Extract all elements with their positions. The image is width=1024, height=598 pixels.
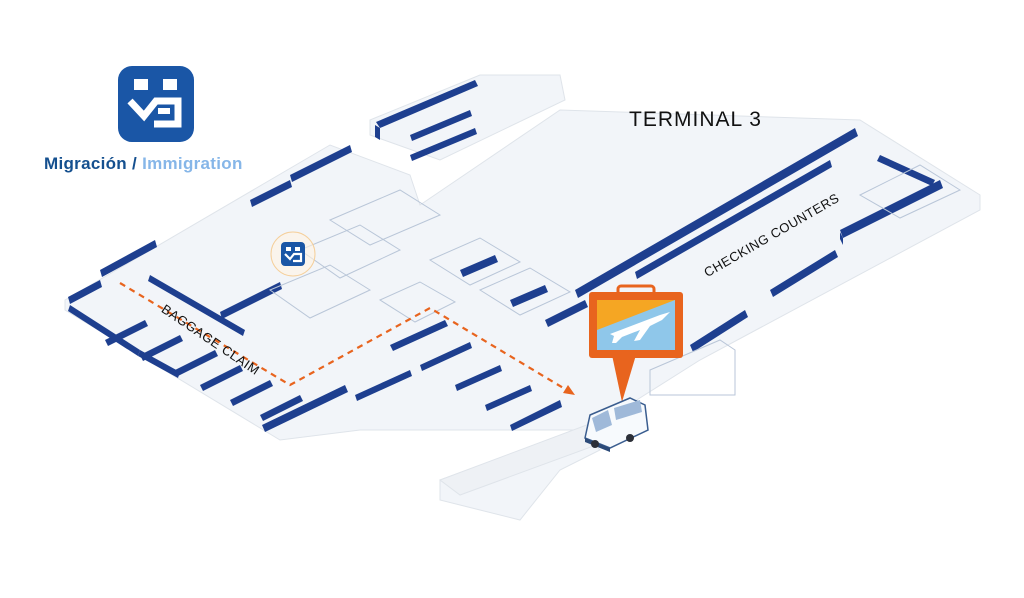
immigration-legend-icon — [118, 66, 194, 142]
shuttle-van-icon — [584, 397, 649, 452]
walking-route — [119, 282, 576, 396]
terminal-walls — [68, 80, 943, 432]
immigration-marker-icon — [270, 231, 316, 277]
legend-label-es: Migración — [44, 154, 127, 173]
terminal-title: TERMINAL 3 — [629, 108, 762, 131]
legend-label-en: Immigration — [142, 154, 243, 173]
immigration-legend-label: Migración / Immigration — [44, 154, 243, 174]
airport-shuttle-pin-icon — [589, 284, 683, 402]
terminal-rooms — [268, 164, 962, 396]
legend-separator: / — [127, 154, 143, 173]
